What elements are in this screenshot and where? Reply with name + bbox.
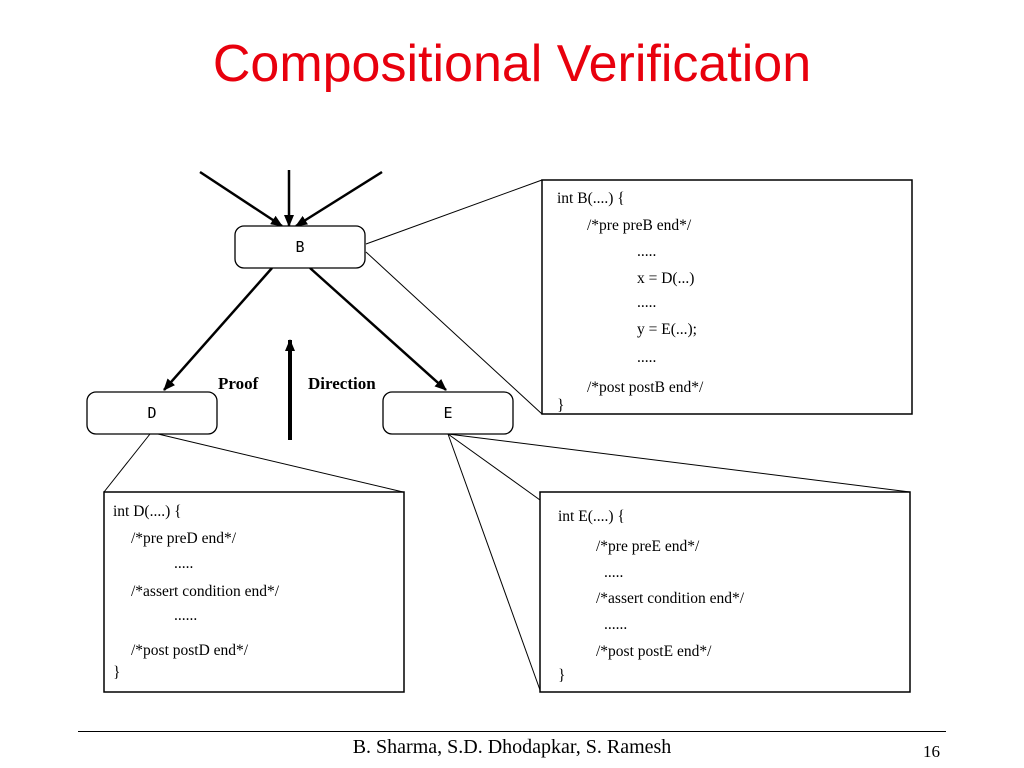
direction-label: Direction: [308, 374, 376, 393]
code-b-line: x = D(...): [637, 270, 694, 287]
code-box-e: int E(....) { /*pre preE end*/ ..... /*a…: [539, 491, 911, 693]
code-b-line: }: [557, 397, 564, 414]
code-e-line: int E(....) {: [558, 508, 625, 525]
node-e-label: E: [443, 404, 452, 422]
connector-d-upper: [157, 433, 404, 493]
code-box-b: int B(....) { /*pre preB end*/ ..... x =…: [541, 179, 913, 415]
code-b-line: int B(....) {: [557, 190, 625, 207]
node-d: D: [86, 391, 218, 435]
code-e-line: /*pre preE end*/: [596, 538, 700, 555]
edge-b-to-e: [309, 267, 447, 391]
code-d-line: /*pre preD end*/: [131, 530, 237, 547]
node-d-label: D: [147, 404, 156, 422]
code-d-line: /*assert condition end*/: [131, 583, 280, 600]
code-d-line: /*post postD end*/: [131, 642, 249, 659]
code-e-line: }: [558, 667, 565, 684]
node-e: E: [382, 391, 514, 435]
code-b-line: /*post postB end*/: [587, 379, 704, 396]
code-e-line: ......: [604, 616, 627, 633]
connector-e-upper: [447, 433, 911, 493]
code-e-line: /*assert condition end*/: [596, 590, 745, 607]
node-b: B: [234, 225, 366, 269]
code-d-line: int D(....) {: [113, 503, 182, 520]
connector-e-middle: [447, 433, 541, 501]
footer-authors: B. Sharma, S.D. Dhodapkar, S. Ramesh: [352, 736, 672, 758]
code-e-line: .....: [604, 564, 623, 581]
code-b-line: .....: [637, 243, 656, 260]
slide-title: Compositional Verification: [212, 35, 812, 93]
connector-b-upper: [365, 179, 543, 245]
code-e-line: /*post postE end*/: [596, 643, 712, 660]
page-number: 16: [923, 742, 940, 761]
code-d-line: }: [113, 664, 120, 681]
proof-label: Proof: [218, 374, 259, 393]
code-b-line: .....: [637, 349, 656, 366]
node-b-label: B: [295, 238, 304, 256]
code-b-line: /*pre preB end*/: [587, 217, 692, 234]
connector-b-lower: [365, 251, 543, 415]
connector-e-lower: [447, 433, 541, 691]
code-b-line: y = E(...);: [637, 321, 697, 338]
code-box-d: int D(....) { /*pre preD end*/ ..... /*a…: [103, 491, 405, 693]
code-d-line: .....: [174, 555, 193, 572]
incoming-edge-left: [199, 170, 283, 228]
connector-d-lower: [103, 433, 151, 493]
code-b-line: .....: [637, 294, 656, 311]
edge-b-to-d: [163, 267, 273, 391]
code-d-line: ......: [174, 607, 197, 624]
incoming-edge-right: [295, 170, 383, 228]
footer-divider: [78, 731, 946, 732]
